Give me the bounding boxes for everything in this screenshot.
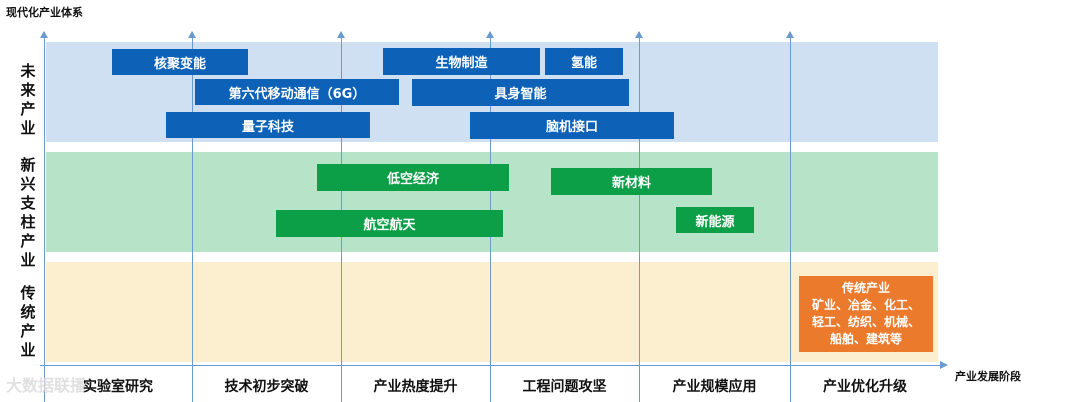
row-label-emerging: 新兴支柱产业 [20,156,36,269]
stage-heat-rising: 产业热度提升 [373,379,458,395]
stage-divider-4 [635,31,643,402]
box-traditional-industry: 传统产业 矿业、冶金、化工、 轻工、纺织、机械、 船舶、建筑等 [799,276,933,352]
box-low-altitude-economy: 低空经济 [317,164,509,191]
traditional-line-3: 船舶、建筑等 [829,332,902,346]
stage-engineering-tackling: 工程问题攻坚 [522,379,607,395]
box-quantum: 量子科技 [166,112,370,138]
stage-divider-5 [786,31,794,402]
box-fusion-energy: 核聚变能 [112,49,248,75]
box-aerospace: 航空航天 [276,210,503,237]
row-label-traditional: 传统产业 [20,284,36,359]
traditional-title: 传统产业 [841,281,890,295]
stage-lab-research: 实验室研究 [83,379,153,395]
x-axis-line [40,361,948,369]
row-label-future: 未来产业 [20,62,36,137]
traditional-industry-band [46,262,938,362]
watermark: 大数据联播 [6,376,87,395]
box-hydrogen: 氢能 [545,48,623,75]
box-biomanufacturing: 生物制造 [383,48,540,75]
y-axis-line [40,31,48,402]
x-axis-title: 产业发展阶段 [955,370,1021,383]
stage-divider-1 [188,31,196,402]
box-new-energy: 新能源 [676,207,754,233]
box-brain-computer-interface: 脑机接口 [470,112,674,139]
stage-optimization-upgrade: 产业优化升级 [823,379,907,395]
traditional-line-1: 矿业、冶金、化工、 [811,298,920,312]
box-embodied-ai: 具身智能 [412,79,629,106]
stage-initial-breakthrough: 技术初步突破 [224,379,309,395]
y-axis-title: 现代化产业体系 [6,6,83,19]
box-6g: 第六代移动通信（6G） [195,79,399,105]
traditional-line-2: 轻工、纺织、机械、 [811,315,920,329]
stage-scale-application: 产业规模应用 [672,379,757,395]
box-new-materials: 新材料 [551,168,712,195]
